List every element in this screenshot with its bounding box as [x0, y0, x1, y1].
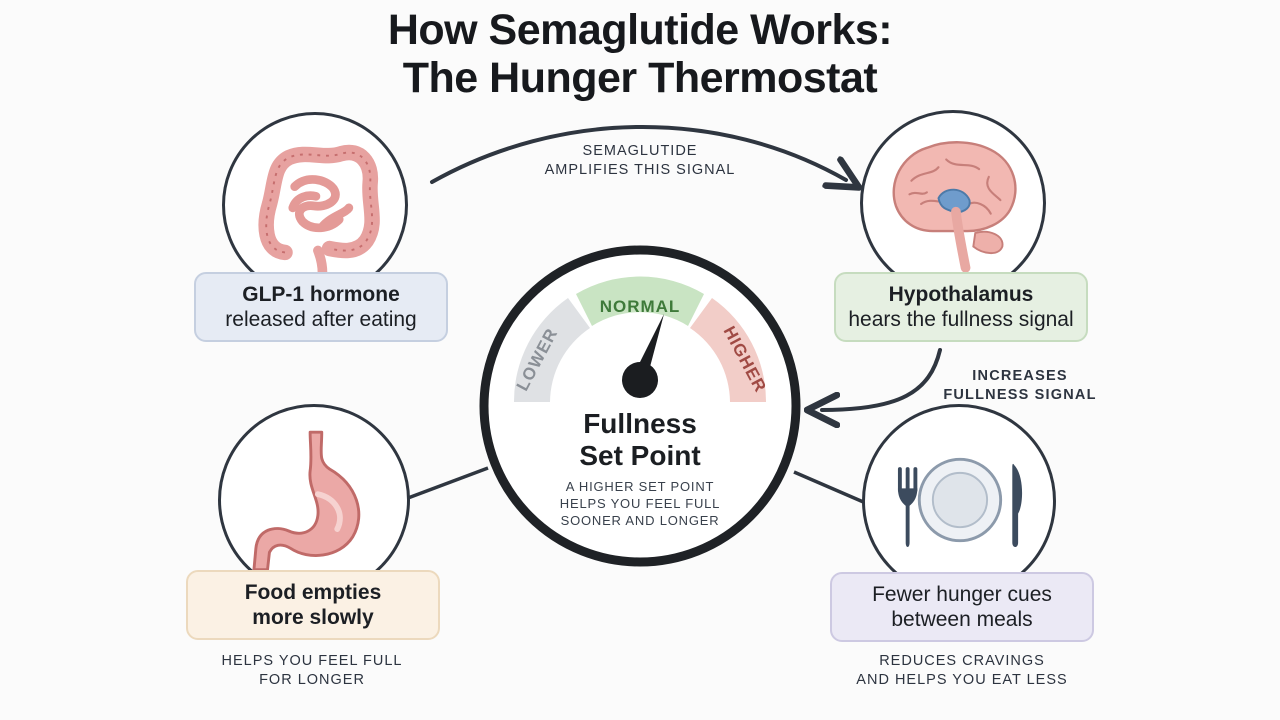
- glp1-label-box: GLP-1 hormone released after eating: [194, 272, 448, 342]
- stomach-caption: HELPS YOU FEEL FULL FOR LONGER: [221, 653, 403, 688]
- stomach-label-box: Food empties more slowly: [186, 570, 440, 640]
- plate-circle: [862, 404, 1056, 598]
- stomach-icon: [252, 430, 361, 572]
- gauge-needle-hub: [622, 362, 658, 398]
- hypothalamus-label-box: Hypothalamus hears the fullness signal: [834, 272, 1088, 342]
- right-arrow-label: INCREASES FULLNESS SIGNAL: [943, 368, 1097, 403]
- gauge-title: Fullness Set Point: [579, 408, 701, 471]
- gauge-note: A HIGHER SET POINT HELPS YOU FEEL FULL S…: [559, 479, 721, 528]
- meals-caption: REDUCES CRAVINGS AND HELPS YOU EAT LESS: [856, 653, 1068, 688]
- meals-title: Fewer hunger cues: [872, 583, 1052, 606]
- intestines-circle: [222, 112, 408, 298]
- plate-icon: [897, 457, 1023, 548]
- stomach-subtitle: more slowly: [252, 606, 374, 629]
- top-arrow: [430, 125, 846, 182]
- knife-icon: [1012, 463, 1023, 548]
- stomach-connector: [407, 466, 489, 500]
- meals-subtitle: between meals: [891, 608, 1033, 631]
- gauge-lower-band: [513, 298, 590, 402]
- hypothalamus-title: Hypothalamus: [888, 283, 1034, 306]
- title-line-2: The Hunger Thermostat: [402, 54, 878, 102]
- gauge-normal-band: [576, 276, 704, 326]
- top-arrow-label: SEMAGLUTIDE AMPLIFIES THIS SIGNAL: [544, 143, 736, 178]
- fork-icon: [897, 467, 918, 548]
- fullness-gauge: LOWER NORMAL HIGHER: [479, 245, 801, 567]
- brain-icon: [892, 141, 1017, 273]
- stomach-circle: [218, 404, 410, 596]
- stomach-title: Food empties: [244, 581, 382, 604]
- glp1-title: GLP-1 hormone: [242, 283, 400, 306]
- hypothalamus-subtitle: hears the fullness signal: [848, 308, 1074, 331]
- meals-label-box: Fewer hunger cues between meals: [830, 572, 1094, 642]
- meals-connector: [793, 470, 869, 506]
- right-arrow: [822, 348, 942, 410]
- page-title: How Semaglutide Works: The Hunger Thermo…: [0, 6, 1280, 102]
- gauge-higher-band: [690, 298, 767, 402]
- title-line-1: How Semaglutide Works:: [387, 6, 893, 54]
- brain-circle: [860, 110, 1046, 296]
- gauge-normal-label: NORMAL: [600, 297, 681, 316]
- intestines-icon: [258, 144, 380, 287]
- glp1-subtitle: released after eating: [225, 308, 417, 331]
